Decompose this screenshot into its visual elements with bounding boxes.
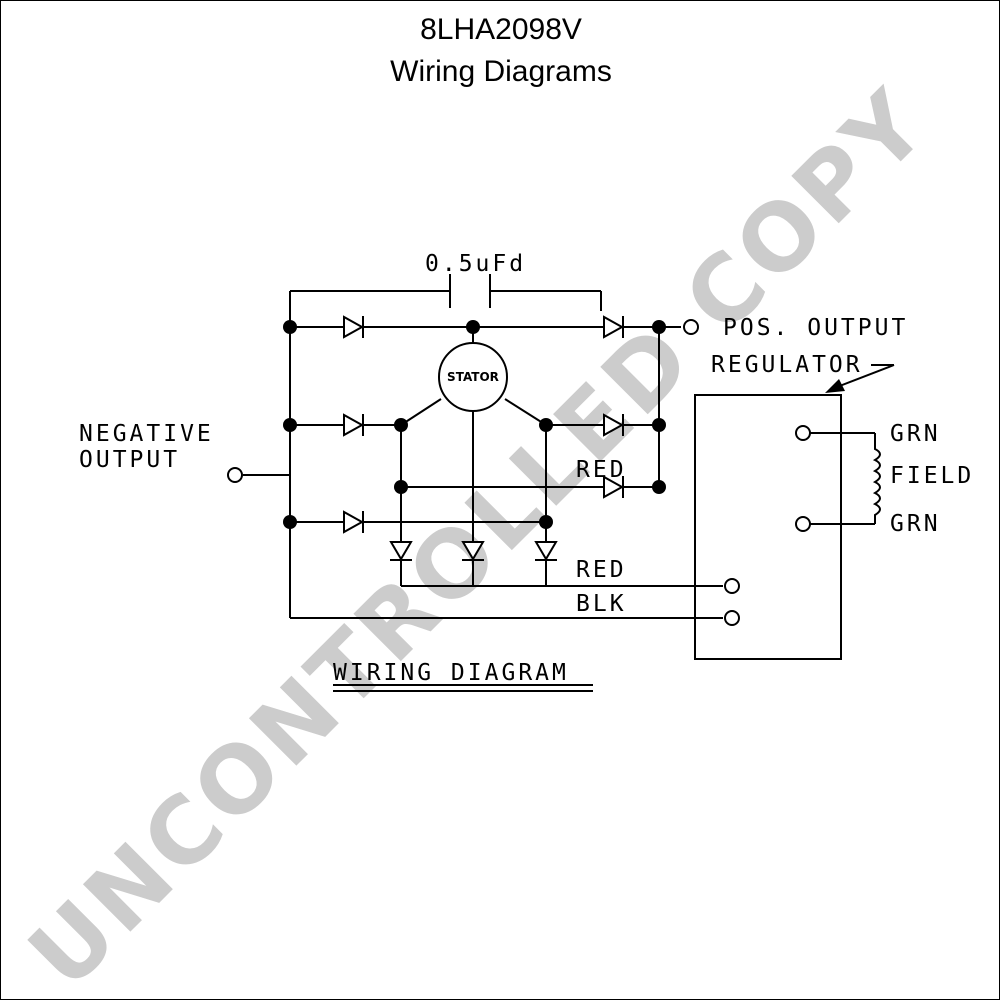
stator-label: STATOR	[447, 370, 499, 384]
red-label-inner: RED	[576, 457, 627, 483]
field-terminal-bottom	[795, 516, 811, 532]
diode-mid-right	[603, 413, 625, 437]
watermark-text: UNCONTROLLED COPY	[9, 69, 949, 1000]
model-title: 8LHA2098V	[420, 13, 582, 46]
pos-output-terminal	[683, 319, 699, 335]
stator-lead-left	[400, 398, 442, 426]
junction-dots	[283, 320, 666, 529]
diode-red-row	[603, 475, 625, 499]
stator-lead-right	[504, 398, 547, 426]
grn-label-top: GRN	[890, 421, 941, 447]
red-terminal	[724, 578, 740, 594]
regulator-box	[694, 394, 842, 660]
page-subtitle: Wiring Diagrams	[390, 55, 612, 88]
pos-output-label: POS. OUTPUT	[723, 315, 908, 341]
grn-label-bottom: GRN	[890, 511, 941, 537]
negative-label: NEGATIVE	[79, 421, 214, 447]
regulator-label: REGULATOR	[711, 352, 863, 378]
regulator-arrow	[825, 364, 895, 393]
diode-top-left	[343, 315, 365, 339]
output-label: OUTPUT	[79, 447, 180, 473]
diode-down-center	[461, 541, 485, 561]
diode-down-left	[389, 541, 413, 561]
blk-terminal	[724, 610, 740, 626]
diode-bottom-left	[343, 510, 365, 534]
negative-output-terminal	[227, 467, 243, 483]
capacitor-label: 0.5uFd	[425, 251, 526, 277]
field-label: FIELD	[890, 463, 974, 489]
caption-label: WIRING DIAGRAM	[333, 660, 569, 686]
red-label-lower: RED	[576, 557, 627, 583]
blk-label: BLK	[576, 591, 627, 617]
field-coil	[872, 433, 881, 524]
diode-down-right	[534, 541, 558, 561]
diode-top-right	[603, 315, 625, 339]
diode-mid-left	[343, 413, 365, 437]
field-terminal-top	[795, 425, 811, 441]
stator-circle	[438, 342, 508, 412]
